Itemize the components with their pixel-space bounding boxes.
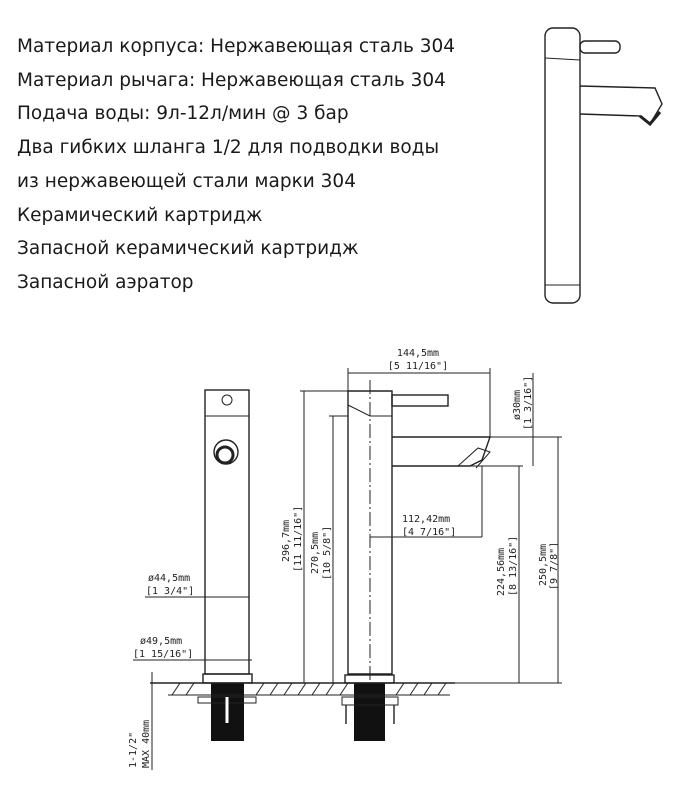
base-dia-in-label: [1 15/16"] <box>133 649 193 660</box>
spec-hoses: Два гибких шланга 1/2 для подводки воды <box>17 137 440 159</box>
body-height-mm-label: 270,5mm <box>310 532 321 574</box>
spout-dia-in-label: [1 3/16"] <box>523 376 534 430</box>
spec-list: Материал корпуса: Нержавеющая сталь 304 … <box>17 30 455 300</box>
spec-cartridge: Керамический картридж <box>17 204 263 226</box>
deck-thickness-in-label: 1-1/2" <box>128 732 139 768</box>
front-view <box>341 380 491 741</box>
reach-in-label: [4 7/16"] <box>402 527 456 538</box>
spec-body-material: Материал корпуса: Нержавеющая сталь 304 <box>17 36 456 57</box>
body-dia-in-label: [1 3/4"] <box>146 586 194 597</box>
spec-spare-aerator: Запасной аэратор <box>17 271 194 293</box>
deck-thickness-mm-label: MAX 40mm <box>141 720 152 768</box>
spec-water-flow: Подача воды: 9л-12л/мин @ 3 бар <box>17 103 349 125</box>
side-view <box>197 389 257 741</box>
reach-mm-label: 112,42mm <box>402 514 450 525</box>
body-height-in-label: [10 5/8"] <box>322 526 333 580</box>
spec-spare-cartridge: Запасной керамический картридж <box>17 238 359 260</box>
total-height-mm-label: 296,7mm <box>281 520 292 562</box>
width-mm-label: 144,5mm <box>397 348 439 359</box>
spec-lever-material: Материал рычага: Нержавеющая сталь 304 <box>17 69 446 91</box>
faucet-illustration <box>544 27 663 304</box>
width-in-label: [5 11/16"] <box>388 361 448 372</box>
total-height-in-label: [11 11/16"] <box>293 506 304 572</box>
deck-hatch <box>150 682 455 696</box>
body-dia-mm-label: ø44,5mm <box>148 573 190 584</box>
outlet-height-mm-label: 224,56mm <box>496 548 507 596</box>
spout-dia-mm-label: ø30mm <box>512 390 523 420</box>
spec-hoses-material: из нержавеющей стали марки 304 <box>17 170 356 192</box>
spout-top-height-mm-label: 250,5mm <box>538 544 549 586</box>
dimension-lines <box>133 368 562 770</box>
base-dia-mm-label: ø49,5mm <box>140 636 182 647</box>
outlet-height-in-label: [8 13/16"] <box>508 536 519 596</box>
spout-top-height-in-label: [9 7/8"] <box>549 542 560 590</box>
